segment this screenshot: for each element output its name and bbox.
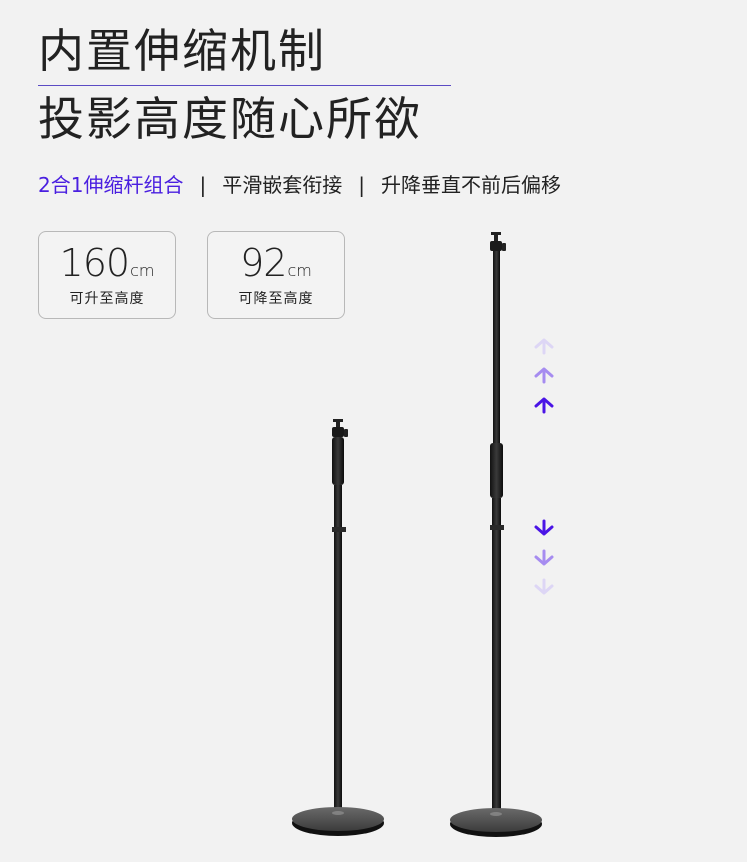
feature-list: 2合1伸缩杆组合 | 平滑嵌套衔接 | 升降垂直不前后偏移 bbox=[38, 170, 561, 200]
headline-line-2: 投影高度随心所欲 bbox=[38, 92, 422, 146]
arrow-down-light-icon bbox=[534, 578, 554, 595]
feature-separator: | bbox=[358, 173, 365, 197]
spec-value: 92 bbox=[240, 241, 287, 285]
arrow-up-light-icon bbox=[534, 338, 554, 355]
headline-divider bbox=[38, 85, 451, 86]
arrow-down-dark-icon bbox=[534, 519, 554, 536]
headline-line-1: 内置伸缩机制 bbox=[38, 24, 326, 78]
feature-item-2: 平滑嵌套衔接 bbox=[222, 173, 343, 197]
feature-item-3: 升降垂直不前后偏移 bbox=[380, 173, 561, 197]
spec-card-min-height: 92cm 可降至高度 bbox=[207, 231, 345, 319]
feature-separator: | bbox=[199, 173, 207, 197]
spec-label: 可降至高度 bbox=[238, 291, 314, 307]
extended-stand-image bbox=[450, 232, 542, 837]
arrow-up-medium-icon bbox=[534, 367, 554, 384]
spec-value: 160 bbox=[59, 241, 131, 285]
retracted-stand-image bbox=[292, 419, 384, 836]
spec-unit: cm bbox=[287, 261, 312, 280]
feature-item-1: 2合1伸缩杆组合 bbox=[38, 173, 184, 197]
spec-unit: cm bbox=[130, 261, 155, 280]
spec-label: 可升至高度 bbox=[69, 291, 145, 307]
spec-card-max-height: 160cm 可升至高度 bbox=[38, 231, 176, 319]
arrow-down-medium-icon bbox=[534, 549, 554, 566]
arrow-up-dark-icon bbox=[534, 397, 554, 414]
